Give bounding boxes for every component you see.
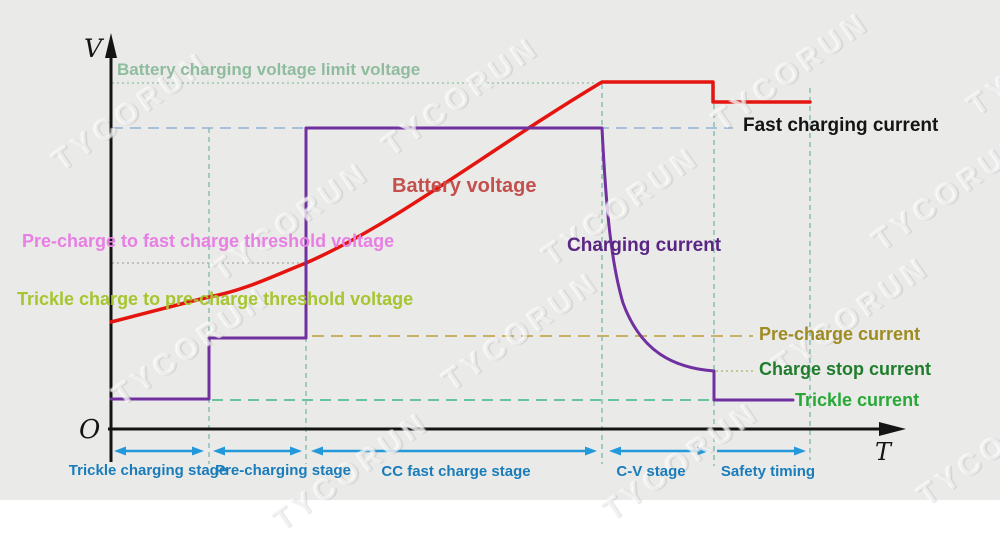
stage-label-safety-timing: Safety timing — [720, 463, 816, 480]
y-axis-label: V — [84, 34, 103, 63]
label-precharge-current: Pre-charge current — [759, 324, 921, 344]
stage-arrow-right-head-icon — [697, 446, 709, 456]
stage-label-cv-stage: C-V stage — [616, 463, 686, 480]
y-axis-arrowhead-icon — [105, 33, 117, 58]
origin-label: O — [79, 415, 101, 445]
series-charging-current — [109, 126, 795, 402]
stage-arrow-right-head-icon — [794, 446, 806, 456]
stage-arrow-left-head-icon — [213, 446, 225, 456]
stage-arrows-group — [114, 446, 806, 456]
stage-arrow-left-head-icon — [609, 446, 621, 456]
label-charge-stop-current: Charge stop current — [759, 359, 932, 379]
label-battery-voltage: Battery voltage — [392, 175, 537, 197]
x-axis-label: T — [875, 438, 892, 466]
stage-arrow-left-head-icon — [114, 446, 126, 456]
stage-arrow-right-head-icon — [585, 446, 597, 456]
series-group — [109, 80, 812, 402]
stage-label-pre-charging: Pre-charging stage — [215, 462, 351, 479]
chart-svg — [105, 33, 906, 466]
stage-label-cc-fast-charge: CC fast charge stage — [381, 463, 531, 480]
x-axis-arrowhead-icon — [879, 422, 906, 436]
label-trickle-current: Trickle current — [795, 390, 920, 410]
axis-group — [105, 33, 906, 462]
label-trickle-to-precharge-threshold: Trickle charge to pre-charge threshold v… — [17, 289, 414, 309]
stage-arrow-right-head-icon — [192, 446, 204, 456]
stage-arrow-right-head-icon — [290, 446, 302, 456]
stage-label-trickle-charging: Trickle charging stage — [68, 462, 228, 479]
label-battery-charging-voltage-limit: Battery charging voltage limit voltage — [117, 60, 421, 79]
label-precharge-to-fastcharge-threshold: Pre-charge to fast charge threshold volt… — [22, 231, 395, 251]
label-fast-charging-current: Fast charging current — [743, 115, 939, 136]
series-battery-voltage — [109, 80, 812, 324]
stage-arrow-left-head-icon — [311, 446, 323, 456]
label-charging-current: Charging current — [567, 235, 722, 256]
